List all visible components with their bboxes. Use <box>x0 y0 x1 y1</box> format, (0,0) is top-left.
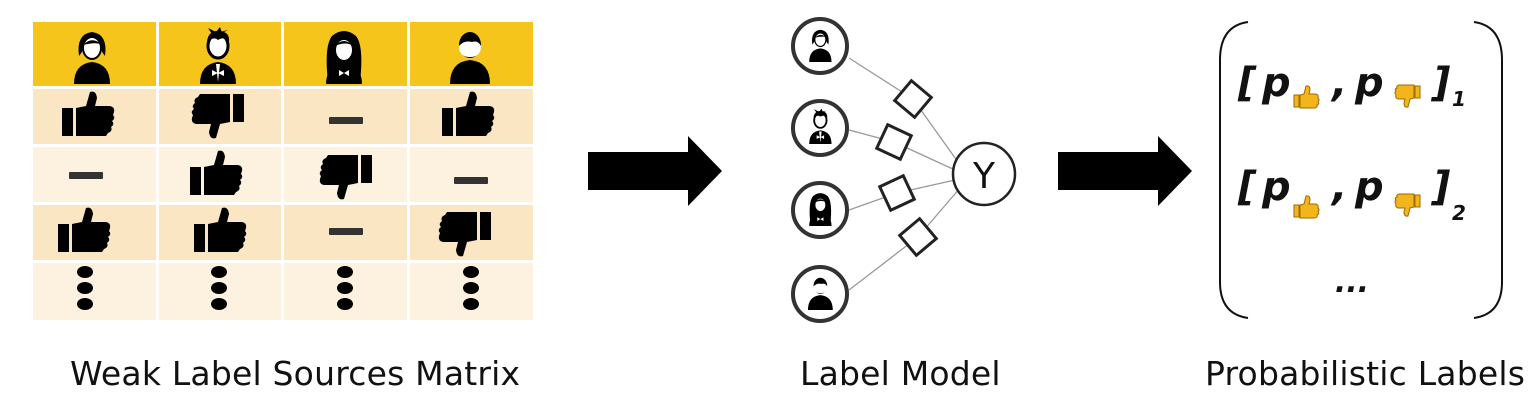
arrow-right-icon <box>1058 136 1192 206</box>
thumbs-up-emoji-icon <box>1293 195 1320 219</box>
comma: , <box>1330 164 1347 210</box>
factor-node <box>897 216 939 258</box>
factor-node <box>892 78 934 120</box>
thumbs-down-emoji-icon <box>1395 85 1420 107</box>
more-rows-icon <box>337 266 353 310</box>
entry-index: 2 <box>1452 201 1466 225</box>
label-entry: [ p , p ] 2 <box>1237 164 1466 225</box>
open-bracket: [ <box>1237 164 1257 210</box>
thumbs-up-emoji-icon <box>1293 85 1320 109</box>
prob-p: p <box>1261 60 1291 106</box>
label-model-graph: Y <box>791 17 1017 323</box>
output-node-label: Y <box>972 156 996 197</box>
entry-index: 1 <box>1452 87 1466 111</box>
more-rows-icon <box>211 266 227 310</box>
woman-long-hair-icon <box>808 192 833 227</box>
source-woman-long-hair-icon <box>325 30 363 85</box>
prob-p: p <box>1354 164 1384 210</box>
abstain-dash-icon <box>329 228 363 235</box>
open-bracket: [ <box>1237 60 1257 106</box>
more-rows-icon <box>77 266 93 310</box>
more-rows-icon <box>463 266 479 310</box>
abstain-dash-icon <box>454 177 488 184</box>
close-bracket: ] <box>1430 164 1450 210</box>
matrix-caption: Weak Label Sources Matrix <box>70 354 521 393</box>
right-paren <box>1473 21 1503 319</box>
left-paren <box>1219 21 1249 319</box>
thumbs-down-emoji-icon <box>1395 194 1420 216</box>
comma: , <box>1330 60 1347 106</box>
close-bracket: ] <box>1430 60 1450 106</box>
factor-node <box>877 173 917 213</box>
prob-p: p <box>1261 164 1291 210</box>
arrow-right-icon <box>588 136 722 206</box>
source-node <box>791 265 849 323</box>
label-entry: [ p , p ] 1 <box>1237 60 1466 111</box>
abstain-dash-icon <box>329 117 363 124</box>
probabilistic-labels: [ p , p ] 1 [ p , p ] 2 ... <box>1219 21 1503 319</box>
weak-label-sources-matrix <box>33 22 533 320</box>
factor-node <box>874 122 914 162</box>
abstain-dash-icon <box>69 172 103 179</box>
probabilistic-labels-caption: Probabilistic Labels <box>1205 354 1526 393</box>
ellipsis: ... <box>1335 265 1369 300</box>
prob-p: p <box>1354 60 1384 106</box>
output-node-y <box>951 141 1017 207</box>
label-model-caption: Label Model <box>800 354 1001 393</box>
